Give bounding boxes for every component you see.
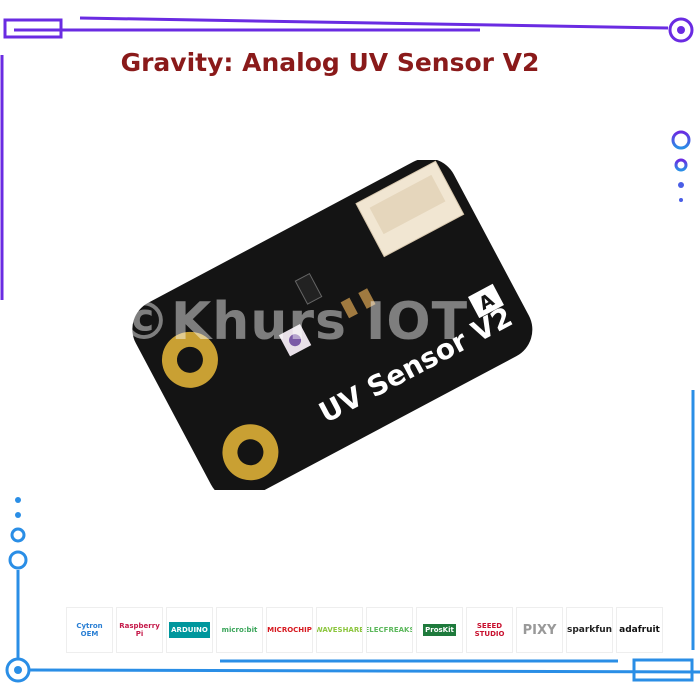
brand-logo: ARDUINO — [166, 607, 213, 653]
brand-logo: MICROCHIP — [266, 607, 313, 653]
brand-logo: adafruit — [616, 607, 663, 653]
brand-logo: ProsKit — [416, 607, 463, 653]
product-title: Gravity: Analog UV Sensor V2 — [120, 48, 540, 77]
brand-logo: PIXY — [516, 607, 563, 653]
brand-logo: SEEED STUDIO — [466, 607, 513, 653]
brand-logo: Cytron OEM — [66, 607, 113, 653]
brand-logo: ELECFREAKS — [366, 607, 413, 653]
brand-logo: sparkfun — [566, 607, 613, 653]
compatible-brands-row: Cytron OEM Raspberry Pi ARDUINO micro:bi… — [66, 607, 663, 653]
brand-logo: micro:bit — [216, 607, 263, 653]
uv-sensor-board: UV Sensor V2 A — [132, 160, 533, 490]
brand-logo: WAVESHARE — [316, 607, 363, 653]
brand-logo: Raspberry Pi — [116, 607, 163, 653]
watermark: ©Khurs IOT — [118, 292, 469, 352]
